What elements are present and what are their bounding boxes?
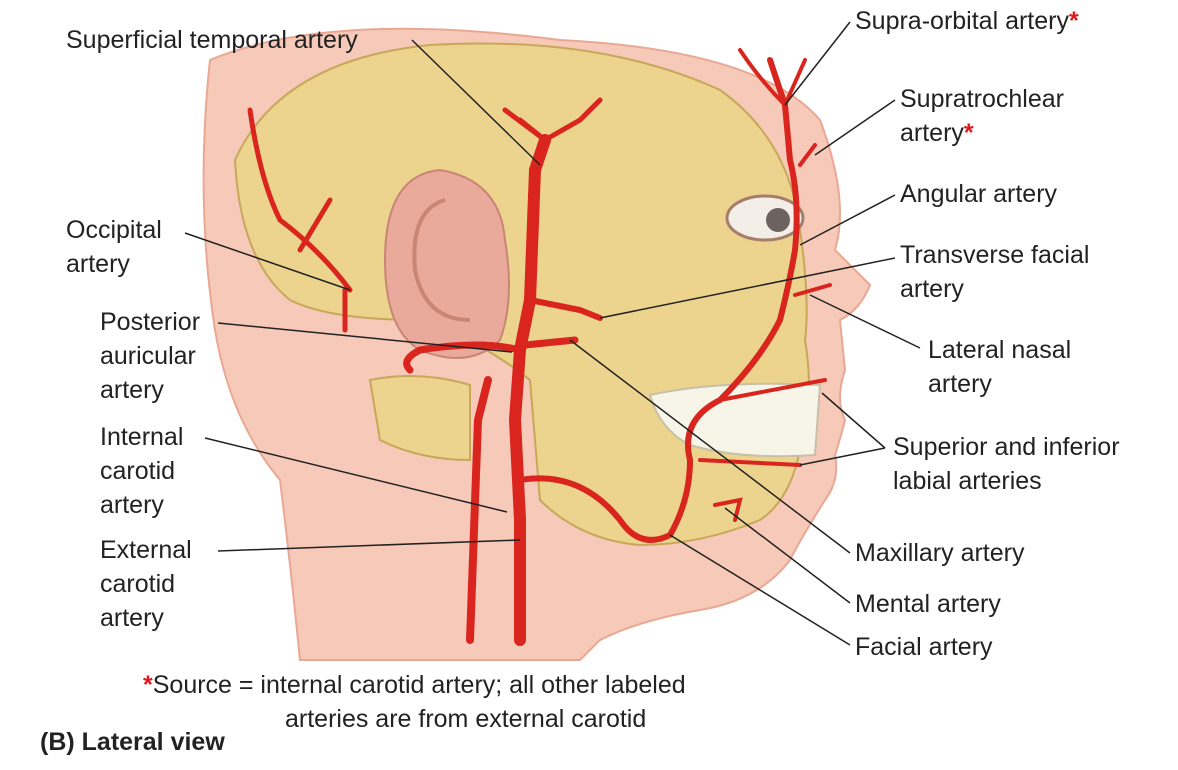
- label-supratrochlear-artery: Supratrochlear artery*: [900, 82, 1064, 150]
- arteries: [247, 48, 832, 646]
- footnote-text: Source = internal carotid artery; all ot…: [152, 671, 686, 699]
- label-text: Occipital: [66, 216, 162, 244]
- label-text: Posterior: [100, 308, 201, 336]
- asterisk: *: [1068, 7, 1079, 35]
- footnote-line-2: arteries are from external carotid: [285, 705, 647, 733]
- label-occipital-artery: Occipital artery: [66, 213, 162, 281]
- label-mental-artery: Mental artery: [855, 590, 1001, 618]
- leader-lines: [184, 21, 921, 646]
- label-text: Lateral nasal: [928, 336, 1072, 364]
- label-text: auricular: [100, 342, 196, 370]
- label-text: Internal: [100, 423, 184, 451]
- label-text: carotid: [100, 457, 176, 485]
- label-superficial-temporal-artery: Superficial temporal artery: [66, 26, 358, 54]
- label-text: artery: [900, 275, 964, 303]
- label-text: artery: [66, 250, 130, 278]
- label-internal-carotid-artery: Internal carotid artery: [100, 420, 183, 522]
- label-angular-artery: Angular artery: [900, 180, 1058, 208]
- footnote-line-1: *Source = internal carotid artery; all o…: [143, 668, 686, 702]
- label-posterior-auricular-artery: Posterior auricular artery: [100, 305, 200, 407]
- asterisk: *: [963, 119, 974, 147]
- label-text: External: [100, 536, 192, 564]
- eye: [725, 194, 805, 242]
- figure-caption: (B) Lateral view: [40, 728, 225, 756]
- label-text: carotid: [100, 570, 176, 598]
- teeth: [648, 382, 822, 458]
- label-text: Superior and inferior: [893, 433, 1120, 461]
- label-facial-artery: Facial artery: [855, 633, 993, 661]
- label-text: artery: [900, 119, 964, 147]
- label-text: artery: [100, 491, 164, 519]
- label-text: labial arteries: [893, 467, 1042, 495]
- label-text: artery: [100, 376, 164, 404]
- label-text: artery: [100, 604, 164, 632]
- label-text: Supra-orbital artery: [855, 7, 1069, 35]
- label-maxillary-artery: Maxillary artery: [855, 539, 1025, 567]
- label-text: Supratrochlear: [900, 85, 1064, 113]
- label-transverse-facial-artery: Transverse facial artery: [900, 238, 1089, 306]
- label-lateral-nasal-artery: Lateral nasal artery: [928, 333, 1071, 401]
- label-supra-orbital-artery: Supra-orbital artery*: [855, 4, 1079, 38]
- label-external-carotid-artery: External carotid artery: [100, 533, 192, 635]
- asterisk: *: [143, 671, 153, 699]
- label-labial-arteries: Superior and inferior labial arteries: [893, 430, 1120, 498]
- label-text: artery: [928, 370, 992, 398]
- ear: [383, 168, 510, 359]
- label-text: Transverse facial: [900, 241, 1090, 269]
